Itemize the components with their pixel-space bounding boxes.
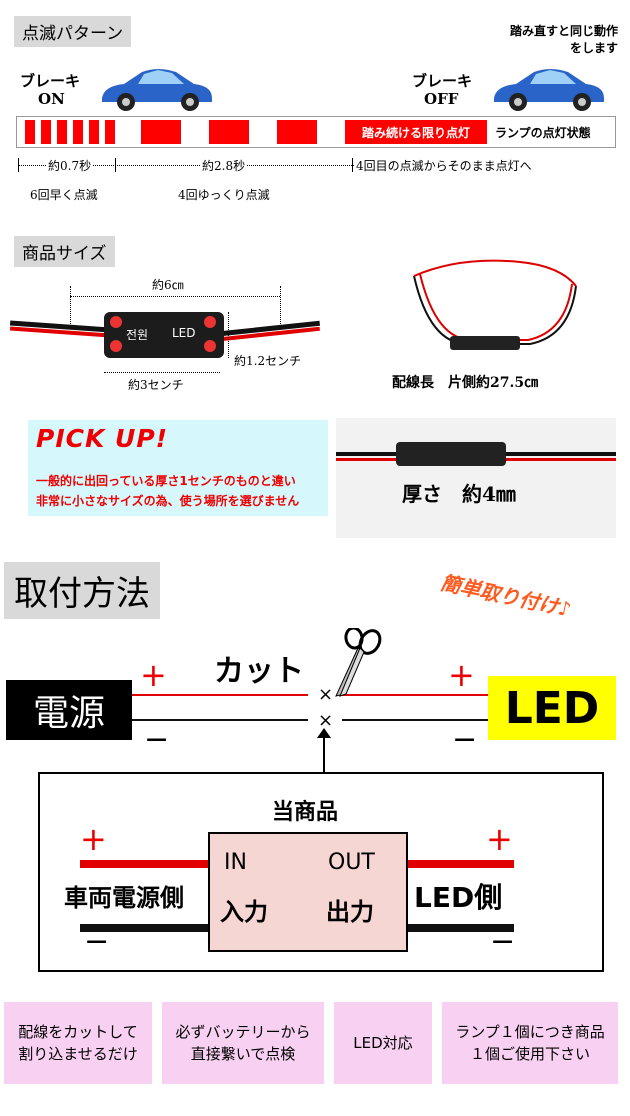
blink-strip: 踏み続ける限り点灯 ランプの点灯状態	[16, 116, 616, 148]
slow-blink	[277, 120, 317, 144]
thickness-image: 厚さ 約4㎜	[336, 418, 616, 538]
fast-blink	[73, 120, 83, 144]
product-frame: 当商品 IN 入力 OUT 出力 + + − − 車両電源側 LED側	[38, 772, 604, 972]
time-1: 約0.7秒	[46, 157, 94, 174]
feature-box: 必ずバッテリーから直接繋いで点検	[162, 1002, 324, 1084]
height-label: 約1.2センチ	[234, 354, 302, 368]
arrow-up-icon	[323, 734, 325, 774]
thickness-label: 厚さ 約4㎜	[402, 482, 516, 506]
pickup-line-1: 一般的に出回っている厚さ1センチのものと違い	[36, 474, 296, 488]
time-2: 約2.8秒	[200, 157, 248, 174]
time-axis	[18, 165, 354, 166]
feature-box: LED対応	[334, 1002, 432, 1084]
install-section-title: 取付方法	[4, 562, 160, 619]
fast-blink	[89, 120, 99, 144]
reset-note: 踏み直すと同じ動作 をします	[509, 24, 618, 55]
led-box: LED	[488, 676, 616, 740]
minus-sign: −	[144, 722, 170, 757]
car-icon	[490, 64, 608, 112]
brake-on-label: ブレーキ	[20, 72, 81, 90]
pickup-title: PICK UP!	[36, 424, 169, 453]
keep-on-bar: 踏み続ける限り点灯	[345, 120, 487, 144]
cross-mark-icon: ×	[318, 684, 334, 705]
power-box: 電源	[6, 680, 132, 740]
easy-label: 簡単取り付け♪	[438, 570, 574, 622]
fast-blink	[57, 120, 67, 144]
scissors-icon	[330, 626, 386, 702]
width-6-label: 約6㎝	[152, 278, 184, 292]
vehicle-side-label: 車両電源側	[64, 884, 184, 912]
width-3-label: 約3センチ	[128, 378, 184, 392]
plus-sign: +	[140, 656, 167, 694]
pickup-line-2: 非常に小さなサイズの為、使う場所を選びません	[36, 494, 300, 508]
fast-blink	[105, 120, 115, 144]
car-icon	[98, 64, 216, 112]
cut-label: カット	[214, 654, 304, 689]
led-side-label: LED側	[414, 881, 503, 914]
time-3: 4回目の点滅からそのまま点灯へ	[356, 159, 532, 173]
product-box: IN 入力 OUT 出力	[208, 832, 408, 952]
pickup-box: PICK UP! 一般的に出回っている厚さ1センチのものと違い 非常に小さなサイ…	[28, 420, 328, 516]
lamp-state-label: ランプの点灯状態	[495, 126, 591, 140]
on-label: ON	[38, 90, 65, 108]
slow-blink	[209, 120, 249, 144]
desc-1: 6回早く点滅	[30, 188, 98, 202]
fast-blink	[25, 120, 35, 144]
size-section-title: 商品サイズ	[14, 236, 115, 267]
plus-sign: +	[448, 656, 475, 694]
cross-mark-icon: ×	[318, 710, 334, 731]
slow-blink	[141, 120, 181, 144]
blink-section-title: 点滅パターン	[14, 16, 132, 47]
product-label: 当商品	[272, 800, 339, 825]
minus-sign: −	[452, 722, 478, 757]
off-label: OFF	[424, 90, 459, 108]
brake-off-label: ブレーキ	[412, 72, 473, 90]
module-image: 전원 LED	[104, 312, 224, 358]
desc-2: 4回ゆっくり点滅	[178, 188, 270, 202]
wire-loop-image	[400, 256, 590, 360]
fast-blink	[41, 120, 51, 144]
wire-length-label: 配線長 片側約27.5㎝	[392, 375, 539, 391]
feature-box: 配線をカットして割り込ませるだけ	[4, 1002, 152, 1084]
